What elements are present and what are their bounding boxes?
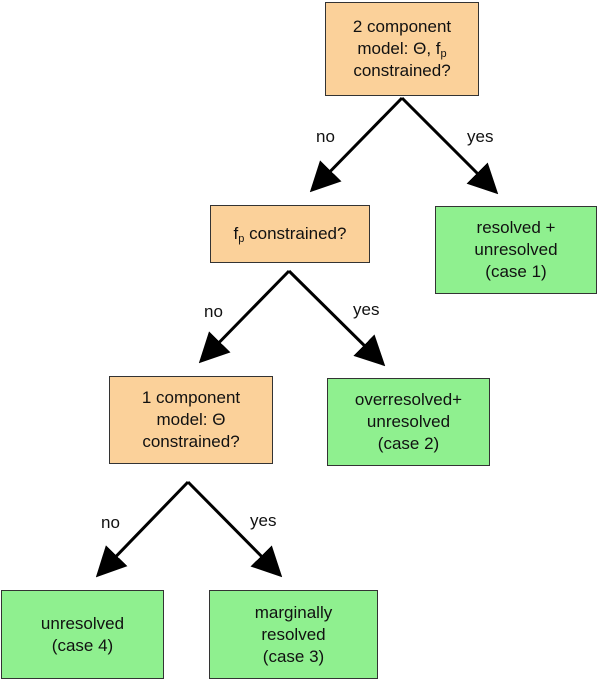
q3-line3: constrained?: [142, 432, 240, 451]
question-1-component-model: 1 component model: Θ constrained?: [109, 376, 273, 464]
arrow-q3-no: [95, 480, 190, 578]
outcome-case-1: resolved + unresolved (case 1): [435, 206, 597, 294]
outcome-case-3: marginally resolved (case 3): [209, 590, 378, 679]
case1-line2: unresolved: [474, 240, 558, 259]
q1-line2: model: Θ, fp: [357, 38, 446, 60]
q2-text: fp constrained?: [234, 223, 347, 245]
case2-line2: unresolved: [366, 412, 451, 431]
case2-line1: overresolved+: [354, 390, 463, 409]
arrow-q1-yes: [400, 96, 499, 195]
q2-subscript: p: [238, 233, 245, 245]
case3-line1: marginally: [254, 602, 333, 622]
edge-label-q3-yes: yes: [250, 511, 277, 530]
q3-line2: model: Θ: [156, 410, 226, 429]
arrow-q1-no: [309, 96, 404, 193]
edge-label-q2-yes: yes: [353, 300, 380, 319]
case3-line2: resolved: [261, 624, 326, 644]
q3-line1: 1 component: [141, 388, 241, 407]
edge-label-q2-no: no: [204, 302, 223, 321]
outcome-case-4: unresolved (case 4): [1, 590, 164, 679]
edge-label-q1-no: no: [316, 127, 335, 146]
question-2-component-model: 2 component model: Θ, fp constrained?: [325, 2, 479, 96]
arrow-q3-yes: [186, 480, 283, 578]
q1-line1: 2 component: [352, 17, 452, 36]
arrow-q2-yes: [287, 269, 386, 367]
case1-line3: (case 1): [485, 262, 547, 281]
q2-prefix: f: [233, 224, 239, 243]
arrow-q2-no: [198, 269, 291, 364]
case4-line1: unresolved: [40, 613, 125, 633]
outcome-case-2: overresolved+ unresolved (case 2): [327, 378, 490, 466]
case1-line1: resolved +: [476, 218, 556, 237]
q1-line3: constrained?: [353, 61, 451, 80]
q1-line2-text: model: Θ, f: [357, 39, 441, 58]
case3-line3: (case 3): [262, 646, 325, 666]
case2-line3: (case 2): [377, 434, 440, 453]
case4-line2: (case 4): [51, 635, 114, 655]
edge-label-q1-yes: yes: [467, 127, 494, 146]
edge-label-q3-no: no: [101, 513, 120, 532]
q2-suffix: constrained?: [244, 224, 347, 243]
question-fp-constrained: fp constrained?: [210, 205, 370, 263]
q1-line2-subscript: p: [440, 48, 447, 60]
